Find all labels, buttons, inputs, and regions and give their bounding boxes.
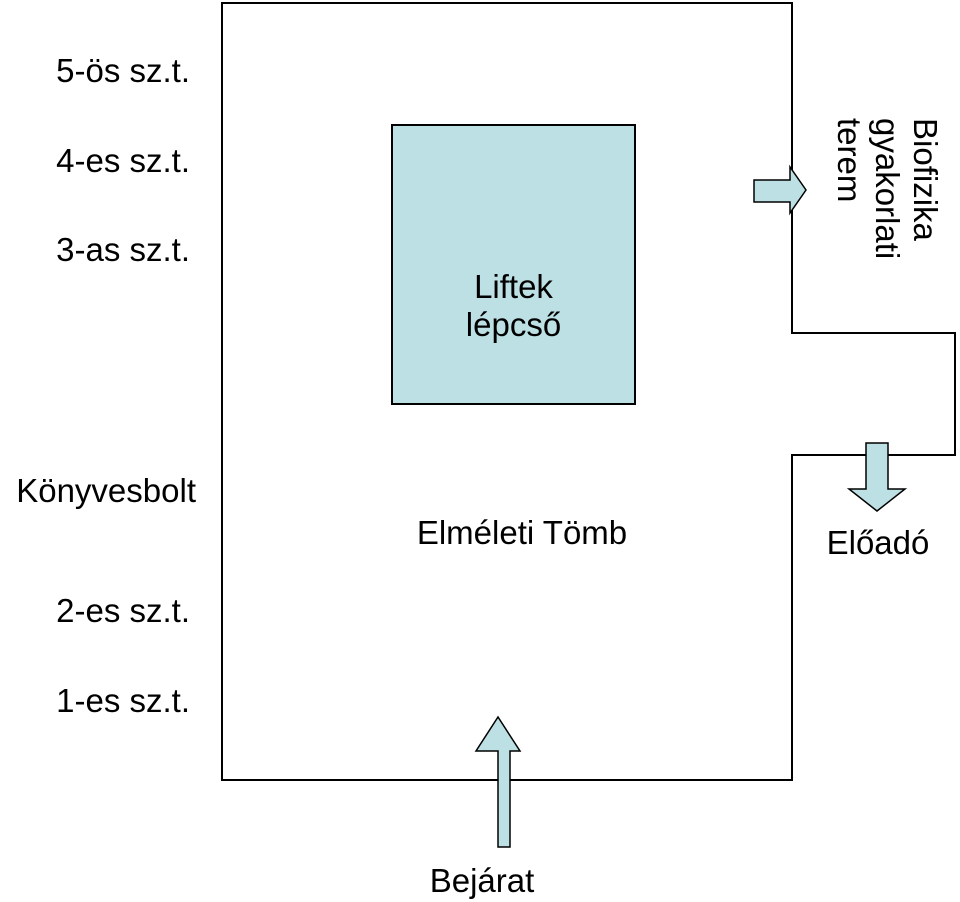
arrow-down-icon	[846, 442, 908, 512]
floor-label-4: 4-es sz.t.	[56, 142, 190, 179]
building-outline	[221, 2, 956, 781]
arrow-up-icon	[474, 715, 522, 848]
arrow-right-icon	[753, 164, 807, 216]
biophysics-line-3: terem	[831, 118, 868, 203]
entrance-label: Bejárat	[429, 862, 535, 899]
lifts-box	[391, 124, 636, 405]
biophysics-room-label: Biofizika gyakorlati terem	[806, 118, 944, 264]
biophysics-line-1: Biofizika	[907, 118, 944, 241]
floor-label-5: 5-ös sz.t.	[56, 52, 190, 89]
biophysics-room-text: Biofizika gyakorlati terem	[830, 118, 944, 259]
lifts-line-1: Liftek	[474, 268, 553, 305]
floor-label-3: 3-as sz.t.	[56, 231, 190, 268]
lifts-line-2: lépcső	[465, 306, 562, 343]
lecture-hall-label: Előadó	[826, 524, 930, 561]
floor-label-1: 1-es sz.t.	[56, 682, 190, 719]
floor-label-2: 2-es sz.t.	[56, 592, 190, 629]
building-name: Elméleti Tömb	[416, 514, 628, 551]
bookshop-label: Könyvesbolt	[16, 472, 196, 509]
lifts-label: Liftek lépcső	[392, 268, 635, 344]
biophysics-line-2: gyakorlati	[869, 118, 906, 260]
